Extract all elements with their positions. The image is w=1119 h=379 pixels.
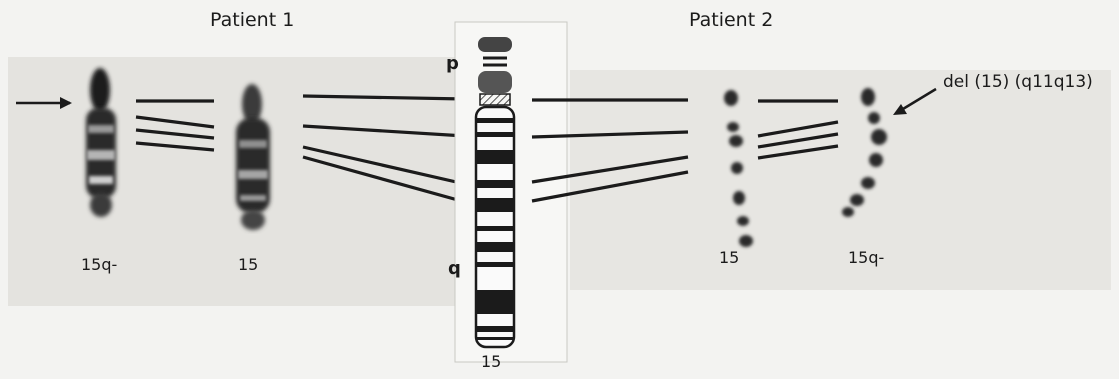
chromosome-15-ideogram [476, 37, 514, 347]
patient2-header: Patient 2 [689, 9, 773, 31]
p-arm-label: p [446, 53, 459, 74]
q-arm-label: q [448, 258, 461, 279]
deletion-annotation: del (15) (q11q13) [943, 72, 1093, 92]
ideogram-label: 15 [481, 352, 501, 371]
p1-left-label: 15q- [81, 255, 117, 274]
p2-left-label: 15 [719, 248, 739, 267]
patient1-header: Patient 1 [210, 9, 294, 31]
p2-right-label: 15q- [848, 248, 884, 267]
p1-right-label: 15 [238, 255, 258, 274]
